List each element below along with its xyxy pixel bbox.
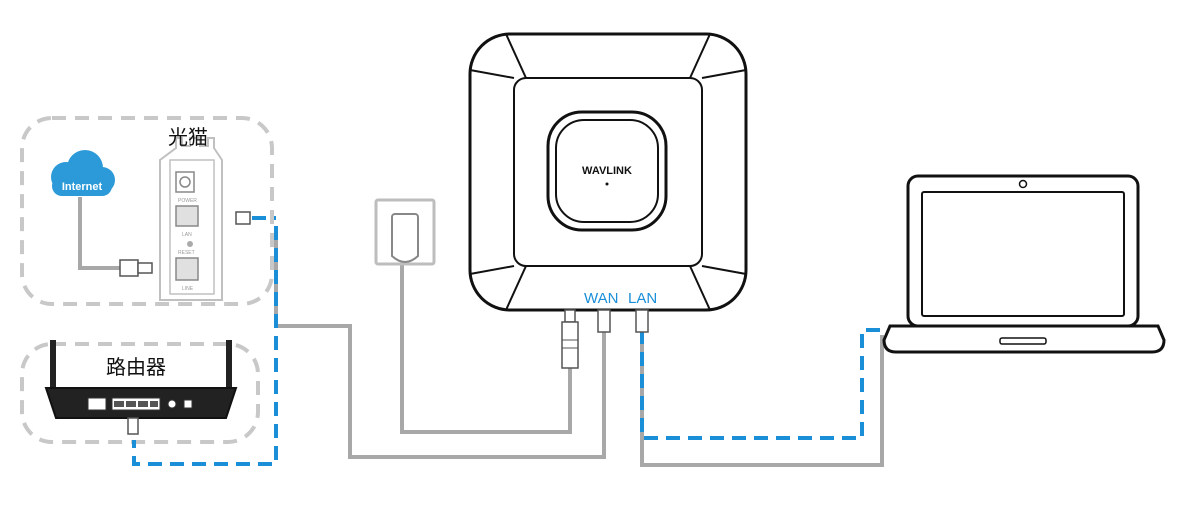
- modem-group-frame: [20, 116, 274, 306]
- wan-port-label: WAN: [584, 290, 618, 307]
- dash-lan-laptop: [640, 328, 882, 440]
- router-label: 路由器: [106, 355, 166, 379]
- cable-ap-lan-laptop: [640, 330, 884, 467]
- laptop-icon: [882, 174, 1166, 354]
- router-icon: [44, 340, 238, 435]
- cable-power: [400, 265, 572, 434]
- cable-internet-modem: [78, 197, 122, 270]
- svg-text:RESET: RESET: [178, 250, 195, 256]
- modem-icon: POWER LAN RESET LINE: [159, 137, 223, 301]
- plug-icon: [119, 259, 153, 277]
- cloud-icon: Internet: [51, 150, 115, 196]
- internet-label: Internet: [62, 181, 103, 193]
- brand-logo: WAVLINK: [582, 165, 632, 177]
- svg-text:LINE: LINE: [182, 286, 194, 292]
- wall-socket-icon: [374, 198, 436, 266]
- lan-port-label: LAN: [628, 290, 657, 307]
- access-point-icon: WAVLINK: [468, 32, 748, 312]
- router-group-frame: [20, 342, 260, 444]
- power-plug-icon: [561, 309, 579, 369]
- svg-text:LAN: LAN: [182, 232, 192, 238]
- wan-plug-icon: [597, 309, 611, 333]
- modem-label: 光猫: [168, 125, 208, 149]
- svg-text:POWER: POWER: [178, 198, 197, 204]
- blue-dashed-cables: [132, 216, 882, 466]
- cable-modem-ap-wan: [274, 226, 606, 459]
- modem-plug-icon: [235, 211, 251, 225]
- dash-router-link: [132, 226, 278, 466]
- lan-plug-icon: [635, 309, 649, 333]
